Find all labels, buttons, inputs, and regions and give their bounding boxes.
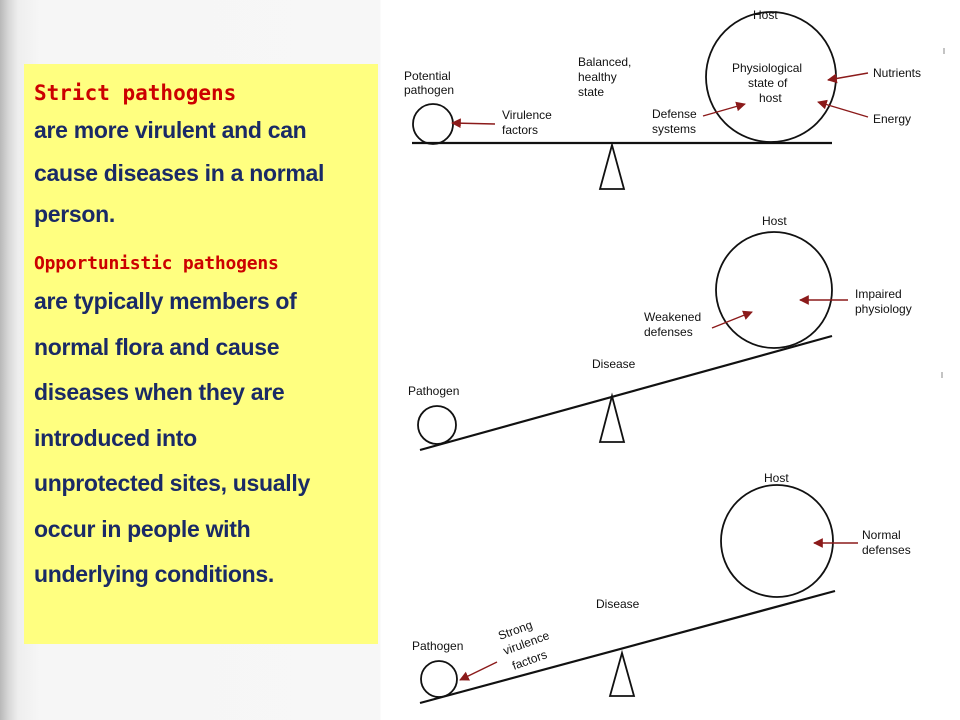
strong-fulcrum: [608, 649, 636, 697]
strict-pathogens-description: are more virulent and can cause diseases…: [34, 108, 372, 237]
seesaw-diagram: Host Physiological state of host Potenti…: [404, 8, 945, 705]
opportunistic-line-2: normal flora and cause: [34, 333, 280, 360]
virulence-label-2: factors: [502, 123, 538, 137]
strong-virulence-diagram: Host Normal defenses Disease Pathogen St…: [412, 471, 911, 705]
strong-virulence-arrow: [459, 661, 498, 681]
impaired-physiology-label-2: physiology: [855, 302, 912, 316]
opportunistic-line-4: introduced into: [34, 424, 197, 451]
strict-line-3: person.: [34, 201, 115, 227]
nutrients-arrow: [827, 72, 869, 84]
weakened-defenses-label-2: defenses: [644, 325, 693, 339]
host-label-balanced: Host: [753, 8, 778, 22]
balanced-label-2: healthy: [578, 70, 617, 84]
energy-arrow: [817, 99, 869, 118]
impaired-host-diagram: Host Impaired physiology Weakened defens…: [408, 214, 912, 452]
nutrients-label: Nutrients: [873, 66, 921, 80]
strict-line-2: cause diseases in a normal: [34, 160, 325, 186]
seesaw-diagram-panel: Host Physiological state of host Potenti…: [381, 0, 960, 720]
pathogen-label-impaired: Pathogen: [408, 384, 459, 398]
disease-label-strong: Disease: [596, 597, 640, 611]
pathogen-label-strong: Pathogen: [412, 639, 463, 653]
impaired-physiology-label-1: Impaired: [855, 287, 902, 301]
physiological-label-1: Physiological: [732, 61, 802, 75]
physiological-label-2: state of: [748, 76, 788, 90]
opportunistic-line-3: diseases when they are: [34, 379, 285, 405]
potential-pathogen-label-2: pathogen: [404, 83, 454, 97]
impaired-fulcrum: [598, 392, 626, 443]
defense-label-2: systems: [652, 122, 696, 136]
virulence-label-1: Virulence: [502, 108, 552, 122]
pathogen-circle-impaired: [417, 405, 457, 445]
opportunistic-line-7: underlying conditions.: [34, 561, 275, 587]
balanced-label-3: state: [578, 85, 604, 99]
balanced-state-diagram: Host Physiological state of host Potenti…: [404, 8, 921, 190]
balanced-label-1: Balanced,: [578, 55, 631, 69]
disease-label-impaired: Disease: [592, 357, 636, 371]
opportunistic-pathogens-heading: Opportunistic pathogens: [34, 253, 279, 274]
weakened-defenses-label-1: Weakened: [644, 310, 701, 324]
defense-label-1: Defense: [652, 107, 697, 121]
energy-label: Energy: [873, 112, 911, 126]
impaired-beam: [419, 334, 833, 452]
defense-arrow: [702, 101, 746, 117]
physiological-label-3: host: [759, 91, 782, 105]
strict-pathogens-heading: Strict pathogens: [34, 81, 237, 105]
opportunistic-pathogens-description: are typically members of normal flora an…: [34, 279, 372, 598]
opportunistic-line-5: unprotected sites, usually: [34, 470, 310, 496]
virulence-arrow: [451, 118, 496, 129]
strict-line-1: are more virulent and can: [34, 117, 307, 143]
balanced-fulcrum: [598, 141, 626, 190]
explanation-panel: Strict pathogens are more virulent and c…: [24, 64, 378, 644]
host-label-impaired: Host: [762, 214, 787, 228]
opportunistic-line-1: are typically members of: [34, 288, 297, 314]
normal-defenses-label-1: Normal: [862, 528, 901, 542]
host-circle-impaired: [715, 231, 833, 349]
potential-pathogen-label-1: Potential: [404, 69, 451, 83]
host-label-strong: Host: [764, 471, 789, 485]
weakened-defenses-arrow: [711, 310, 753, 329]
strong-beam: [419, 589, 836, 705]
pathogen-circle-strong: [420, 660, 458, 698]
normal-defenses-label-2: defenses: [862, 543, 911, 557]
host-circle-strong: [720, 484, 834, 598]
potential-pathogen-circle: [412, 103, 454, 145]
opportunistic-line-6: occur in people with: [34, 515, 251, 542]
